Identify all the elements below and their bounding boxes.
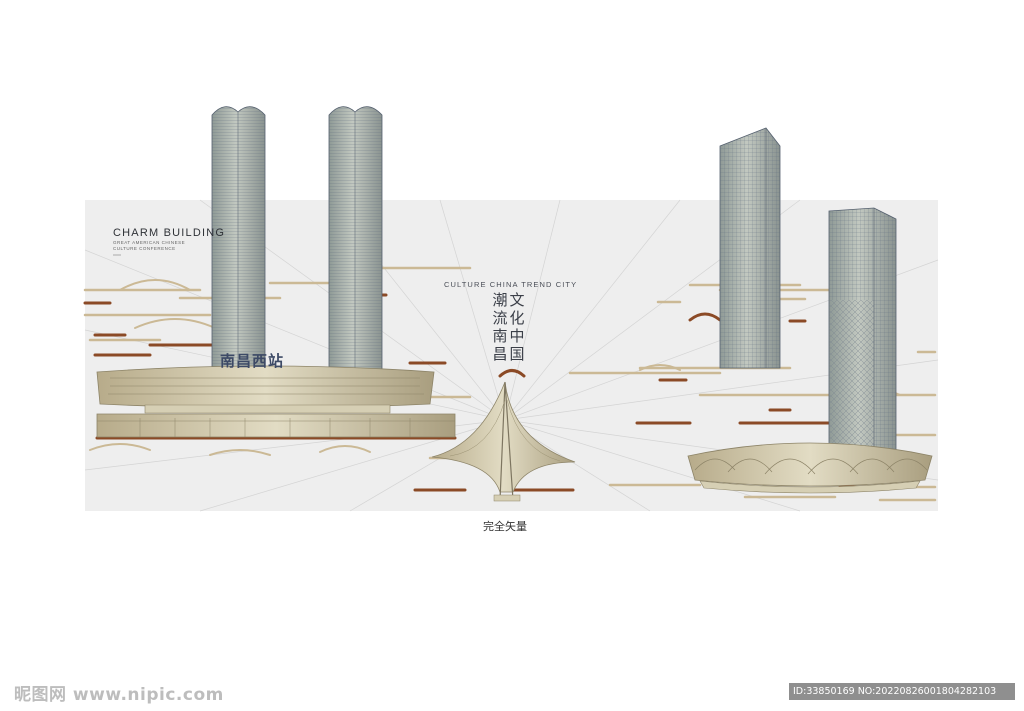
slogan-column-right: 文化中国 [509,291,525,363]
vector-caption: 完全矢量 [483,520,527,533]
lotus-stadium [687,442,933,494]
poster-title: CHARM BUILDING [113,227,226,239]
station-sign: 南昌西站 [220,352,285,370]
poster-tagline: CULTURE CHINA TREND CITY [444,280,578,289]
twin-towers [211,106,383,371]
image-id-label: ID:33850169 NO:20220826001804282103 [789,683,1015,700]
site-watermark: 昵图网 www.nipic.com [14,685,224,705]
poster-subtitle-line-1: GREAT AMERICAN CHINESE [113,240,186,245]
slogan-column-left: 潮流南昌 [492,291,508,363]
sail-sculpture [431,381,576,502]
poster-subtitle-line-2: CULTURE CONFERENCE [113,246,176,251]
diamond-tower [828,207,897,451]
railway-station [96,365,456,438]
angled-tower [719,127,781,369]
